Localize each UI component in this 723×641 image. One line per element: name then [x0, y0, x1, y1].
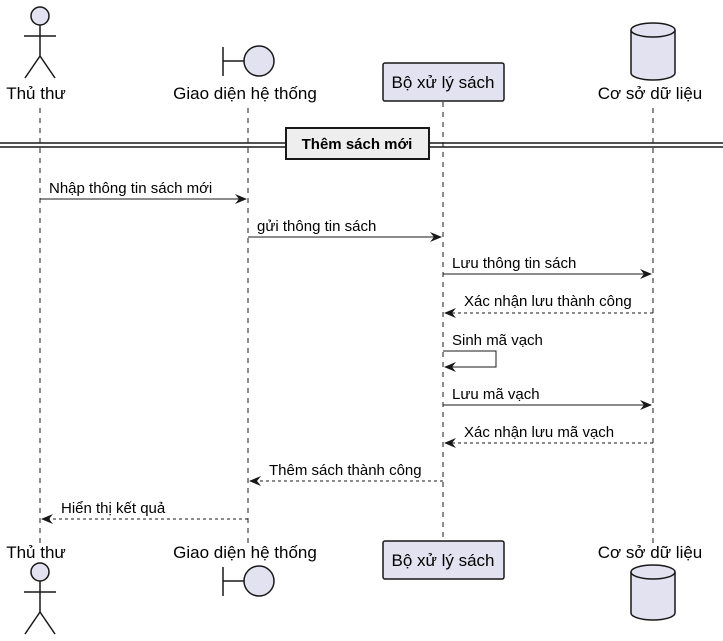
- actor-icon: [24, 6, 56, 79]
- message-8: Thêm sách thành công: [249, 462, 443, 486]
- message-label: Hiển thị kết quả: [61, 500, 166, 517]
- actor-icon: [24, 562, 56, 635]
- divider-label: Thêm sách mới: [302, 136, 413, 153]
- participant-label: Cơ sở dữ liệu: [598, 543, 703, 562]
- message-4: Xác nhận lưu thành công: [444, 293, 653, 318]
- participant-librarian-bottom: Thủ thư: [6, 543, 66, 635]
- participant-interface-bottom: Giao diện hệ thống: [173, 543, 317, 597]
- message-5: Sinh mã vạch: [443, 332, 543, 372]
- message-label: gửi thông tin sách: [257, 218, 376, 235]
- message-6: Lưu mã vạch: [443, 386, 652, 410]
- participant-processor-top: Bộ xử lý sách: [382, 62, 505, 102]
- message-3: Lưu thông tin sách: [443, 255, 652, 279]
- message-9: Hiển thị kết quả: [41, 500, 248, 524]
- boundary-icon: [222, 45, 275, 77]
- message-1: Nhập thông tin sách mới: [40, 180, 247, 204]
- participant-librarian-top: Thủ thư: [6, 6, 66, 103]
- participant-label: Bộ xử lý sách: [391, 551, 494, 570]
- message-label: Thêm sách thành công: [269, 462, 422, 479]
- message-label: Nhập thông tin sách mới: [49, 180, 212, 197]
- participant-processor-bottom: Bộ xử lý sách: [382, 540, 505, 580]
- message-label: Xác nhận lưu mã vạch: [464, 424, 614, 441]
- message-arrow: [443, 350, 497, 372]
- divider: Thêm sách mới: [0, 127, 723, 160]
- message-2: gửi thông tin sách: [248, 218, 442, 242]
- boundary-icon: [222, 565, 275, 597]
- participant-interface-top: Giao diện hệ thống: [173, 45, 317, 103]
- message-7: Xác nhận lưu mã vạch: [444, 424, 653, 448]
- message-label: Lưu thông tin sách: [452, 255, 576, 272]
- database-icon: [630, 564, 676, 621]
- message-label: Sinh mã vạch: [452, 332, 543, 349]
- participant-label: Thủ thư: [6, 84, 66, 103]
- participant-database-bottom: Cơ sở dữ liệu: [598, 543, 703, 621]
- participant-label: Thủ thư: [6, 543, 66, 562]
- participant-label: Cơ sở dữ liệu: [598, 84, 703, 103]
- participant-database-top: Cơ sở dữ liệu: [598, 22, 703, 103]
- message-label: Xác nhận lưu thành công: [464, 293, 632, 310]
- participant-label: Bộ xử lý sách: [391, 73, 494, 92]
- participant-label: Giao diện hệ thống: [173, 84, 317, 103]
- participant-label: Giao diện hệ thống: [173, 543, 317, 562]
- message-label: Lưu mã vạch: [452, 386, 540, 403]
- database-icon: [630, 22, 676, 81]
